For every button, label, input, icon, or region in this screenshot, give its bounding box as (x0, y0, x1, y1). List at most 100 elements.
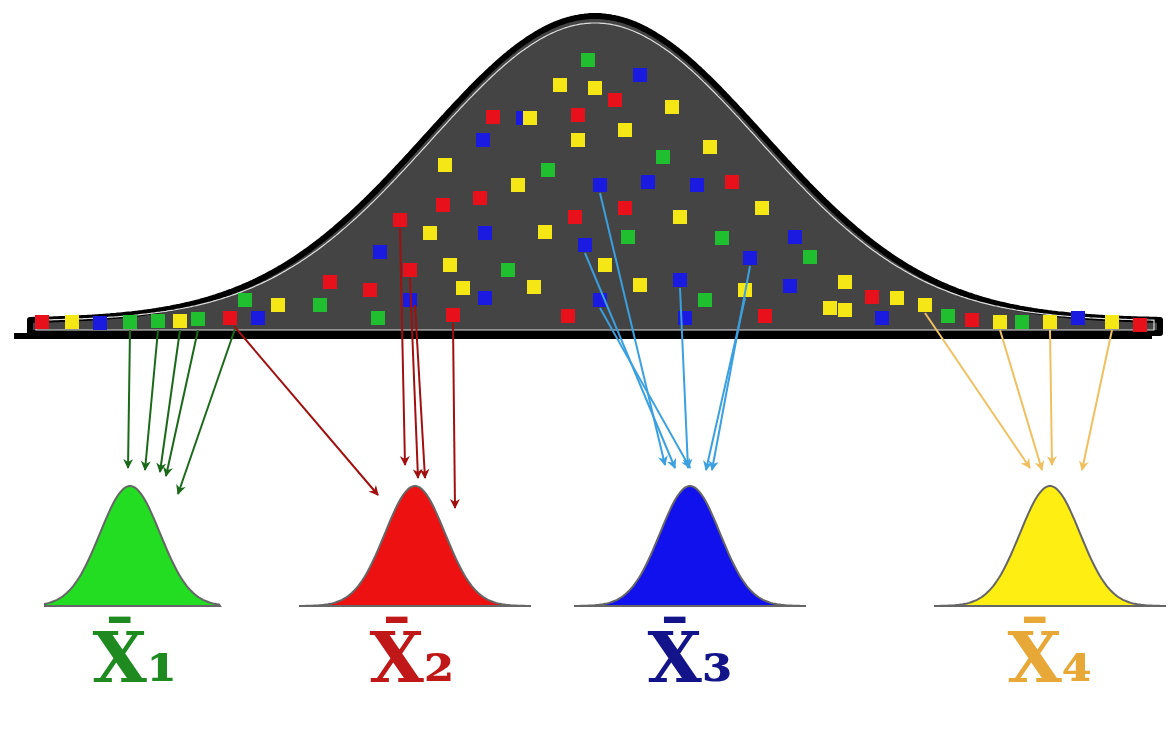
sampling-arrow (128, 330, 130, 468)
sample-square (323, 275, 337, 289)
sample-square (593, 178, 607, 192)
sampling-arrow (178, 326, 236, 494)
sampling-arrow (234, 326, 378, 495)
sample-square (223, 311, 237, 325)
sample-square (438, 158, 452, 172)
sample-distribution (575, 486, 805, 606)
sample-square (703, 140, 717, 154)
sample-square (918, 298, 932, 312)
sample-square (501, 263, 515, 277)
sample-square (393, 213, 407, 227)
sample-square (788, 230, 802, 244)
sampling-arrow (712, 266, 750, 470)
sampling-arrow (166, 330, 198, 476)
sampling-arrow (600, 308, 690, 468)
sampling-arrow (160, 330, 180, 472)
sample-square (941, 309, 955, 323)
sample-square (571, 108, 585, 122)
sampling-arrow (706, 298, 745, 470)
sample-distribution (45, 486, 220, 606)
sample-square (665, 100, 679, 114)
sample-square (633, 68, 647, 82)
sample-square (486, 110, 500, 124)
sample-square (803, 250, 817, 264)
sample-mean-label: X̄₂ (370, 616, 455, 700)
population-curve (30, 16, 1160, 333)
sample-distribution (935, 486, 1165, 606)
sample-square (865, 290, 879, 304)
sample-square (363, 283, 377, 297)
sample-square (568, 210, 582, 224)
sample-square (251, 311, 265, 325)
sample-square (678, 311, 692, 325)
sample-square (581, 53, 595, 67)
sample-square (608, 93, 622, 107)
sample-square (538, 225, 552, 239)
sample-square (65, 315, 79, 329)
sample-square (123, 315, 137, 329)
sample-square (743, 251, 757, 265)
sample-square (1015, 315, 1029, 329)
sample-square (271, 298, 285, 312)
sample-square (1071, 311, 1085, 325)
sample-mean-label: X̄₄ (1008, 616, 1093, 700)
sample-square (476, 133, 490, 147)
sample-square (93, 316, 107, 330)
sample-square (993, 315, 1007, 329)
sample-square (715, 231, 729, 245)
sample-square (456, 281, 470, 295)
sample-square (578, 238, 592, 252)
sampling-arrow (680, 288, 688, 468)
sample-square (553, 78, 567, 92)
sampling-arrow (453, 323, 455, 508)
sample-square (618, 123, 632, 137)
sampling-arrow (1050, 330, 1052, 465)
sample-square (523, 111, 537, 125)
sample-distribution (300, 486, 530, 606)
sample-square (478, 226, 492, 240)
sample-square (725, 175, 739, 189)
sample-square (758, 309, 772, 323)
sample-square (598, 258, 612, 272)
sample-square (783, 279, 797, 293)
sampling-arrow (145, 330, 158, 470)
sample-square (1133, 318, 1147, 332)
sample-square (403, 263, 417, 277)
sample-mean-label: X̄₁ (93, 616, 178, 700)
sample-square (656, 150, 670, 164)
sample-square (511, 178, 525, 192)
population-inner-line (36, 23, 1154, 330)
sample-square (641, 175, 655, 189)
sample-square (191, 312, 205, 326)
sample-square (423, 226, 437, 240)
base-line (14, 333, 1152, 339)
sample-square (875, 311, 889, 325)
sample-square (690, 178, 704, 192)
sample-square (588, 81, 602, 95)
sample-square (313, 298, 327, 312)
sample-square (571, 133, 585, 147)
sample-square (618, 201, 632, 215)
sample-square (890, 291, 904, 305)
sample-square (1043, 315, 1057, 329)
sample-square (621, 230, 635, 244)
sample-square (238, 293, 252, 307)
sample-square (151, 314, 165, 328)
sample-square (838, 275, 852, 289)
sample-square (373, 245, 387, 259)
sampling-arrow (410, 278, 418, 478)
sample-square (633, 278, 647, 292)
sample-square (673, 273, 687, 287)
sample-square (755, 201, 769, 215)
sample-square (1105, 315, 1119, 329)
sample-square (443, 258, 457, 272)
sample-square (541, 163, 555, 177)
sample-square (446, 308, 460, 322)
sample-square (965, 313, 979, 327)
sampling-arrow (415, 305, 425, 478)
sample-square (838, 303, 852, 317)
sample-square (698, 293, 712, 307)
sampling-arrow (925, 313, 1030, 468)
sample-square (527, 280, 541, 294)
